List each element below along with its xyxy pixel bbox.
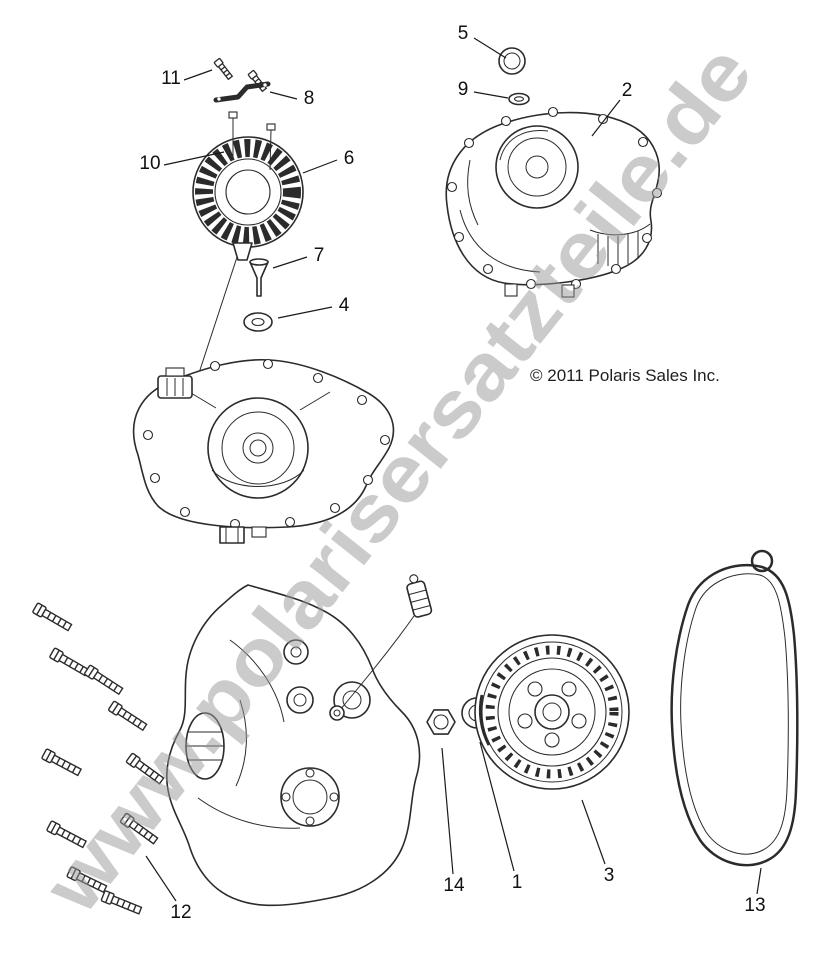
part-funnel [249, 258, 269, 297]
callout-9-label: 9 [458, 79, 469, 100]
callout-7: 7 [272, 245, 325, 269]
callout-9: 9 [458, 79, 509, 100]
part-stator-bolts [228, 111, 276, 171]
callout-5-label: 5 [458, 23, 469, 44]
callout-6-label: 6 [344, 148, 355, 169]
callout-14-label: 14 [443, 875, 465, 896]
callout-3-label: 3 [604, 865, 615, 886]
callout-8: 8 [269, 88, 315, 109]
callout-5: 5 [458, 23, 507, 59]
part-stator-cover [445, 106, 663, 298]
callout-12: 12 [145, 855, 192, 923]
callout-2: 2 [591, 80, 633, 137]
callout-14: 14 [441, 747, 465, 896]
callout-4: 4 [277, 295, 350, 319]
part-plug [498, 47, 526, 75]
part-washer-4 [243, 312, 273, 332]
callout-13: 13 [744, 867, 766, 916]
part-bracket [213, 81, 271, 103]
callout-1-label: 1 [512, 872, 523, 893]
part-inner-cover [132, 358, 395, 544]
part-stator [192, 111, 304, 377]
part-nut [426, 709, 456, 735]
part-clutch-drum [474, 634, 630, 790]
callout-3: 3 [581, 799, 615, 886]
callout-11: 11 [161, 68, 213, 89]
callout-10-label: 10 [139, 153, 160, 174]
copyright-text: © 2011 Polaris Sales Inc. [530, 366, 720, 385]
callout-7-label: 7 [314, 245, 325, 266]
part-gearcase [165, 584, 421, 907]
callout-11-label: 11 [161, 68, 181, 89]
callout-4-label: 4 [339, 295, 350, 316]
part-gasket [670, 549, 799, 867]
callout-13-label: 13 [744, 895, 765, 916]
part-washer-9 [508, 92, 530, 106]
callout-8-label: 8 [304, 88, 315, 109]
callout-10: 10 [139, 151, 225, 174]
callout-6: 6 [302, 148, 355, 174]
callout-2-label: 2 [622, 80, 633, 101]
part-sensor [329, 574, 433, 721]
callout-12-label: 12 [170, 902, 191, 923]
callout-1: 1 [479, 741, 523, 893]
